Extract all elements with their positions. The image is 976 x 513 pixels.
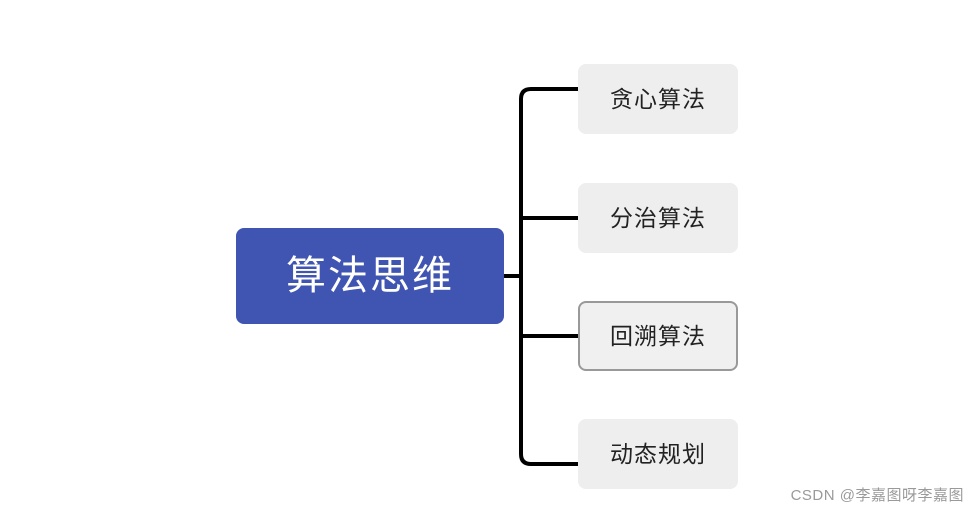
branch-node-label-2: 分治算法 (610, 204, 706, 231)
branch-node-label-4: 动态规划 (610, 440, 706, 467)
mindmap-branch-node-4[interactable]: 动态规划 (578, 419, 738, 489)
connector-branch-1 (519, 87, 580, 113)
mindmap-branch-node-3[interactable]: 回溯算法 (578, 301, 738, 371)
mindmap-branch-node-2[interactable]: 分治算法 (578, 183, 738, 253)
branch-node-label-1: 贪心算法 (610, 85, 706, 112)
watermark-text: CSDN @李嘉图呀李嘉图 (790, 487, 964, 504)
mindmap-root-node[interactable]: 算法思维 (236, 228, 504, 324)
branch-node-label-3: 回溯算法 (610, 322, 706, 349)
root-node-label: 算法思维 (286, 254, 454, 298)
mindmap-branch-node-1[interactable]: 贪心算法 (578, 64, 738, 134)
connector-branch-4 (519, 440, 580, 466)
